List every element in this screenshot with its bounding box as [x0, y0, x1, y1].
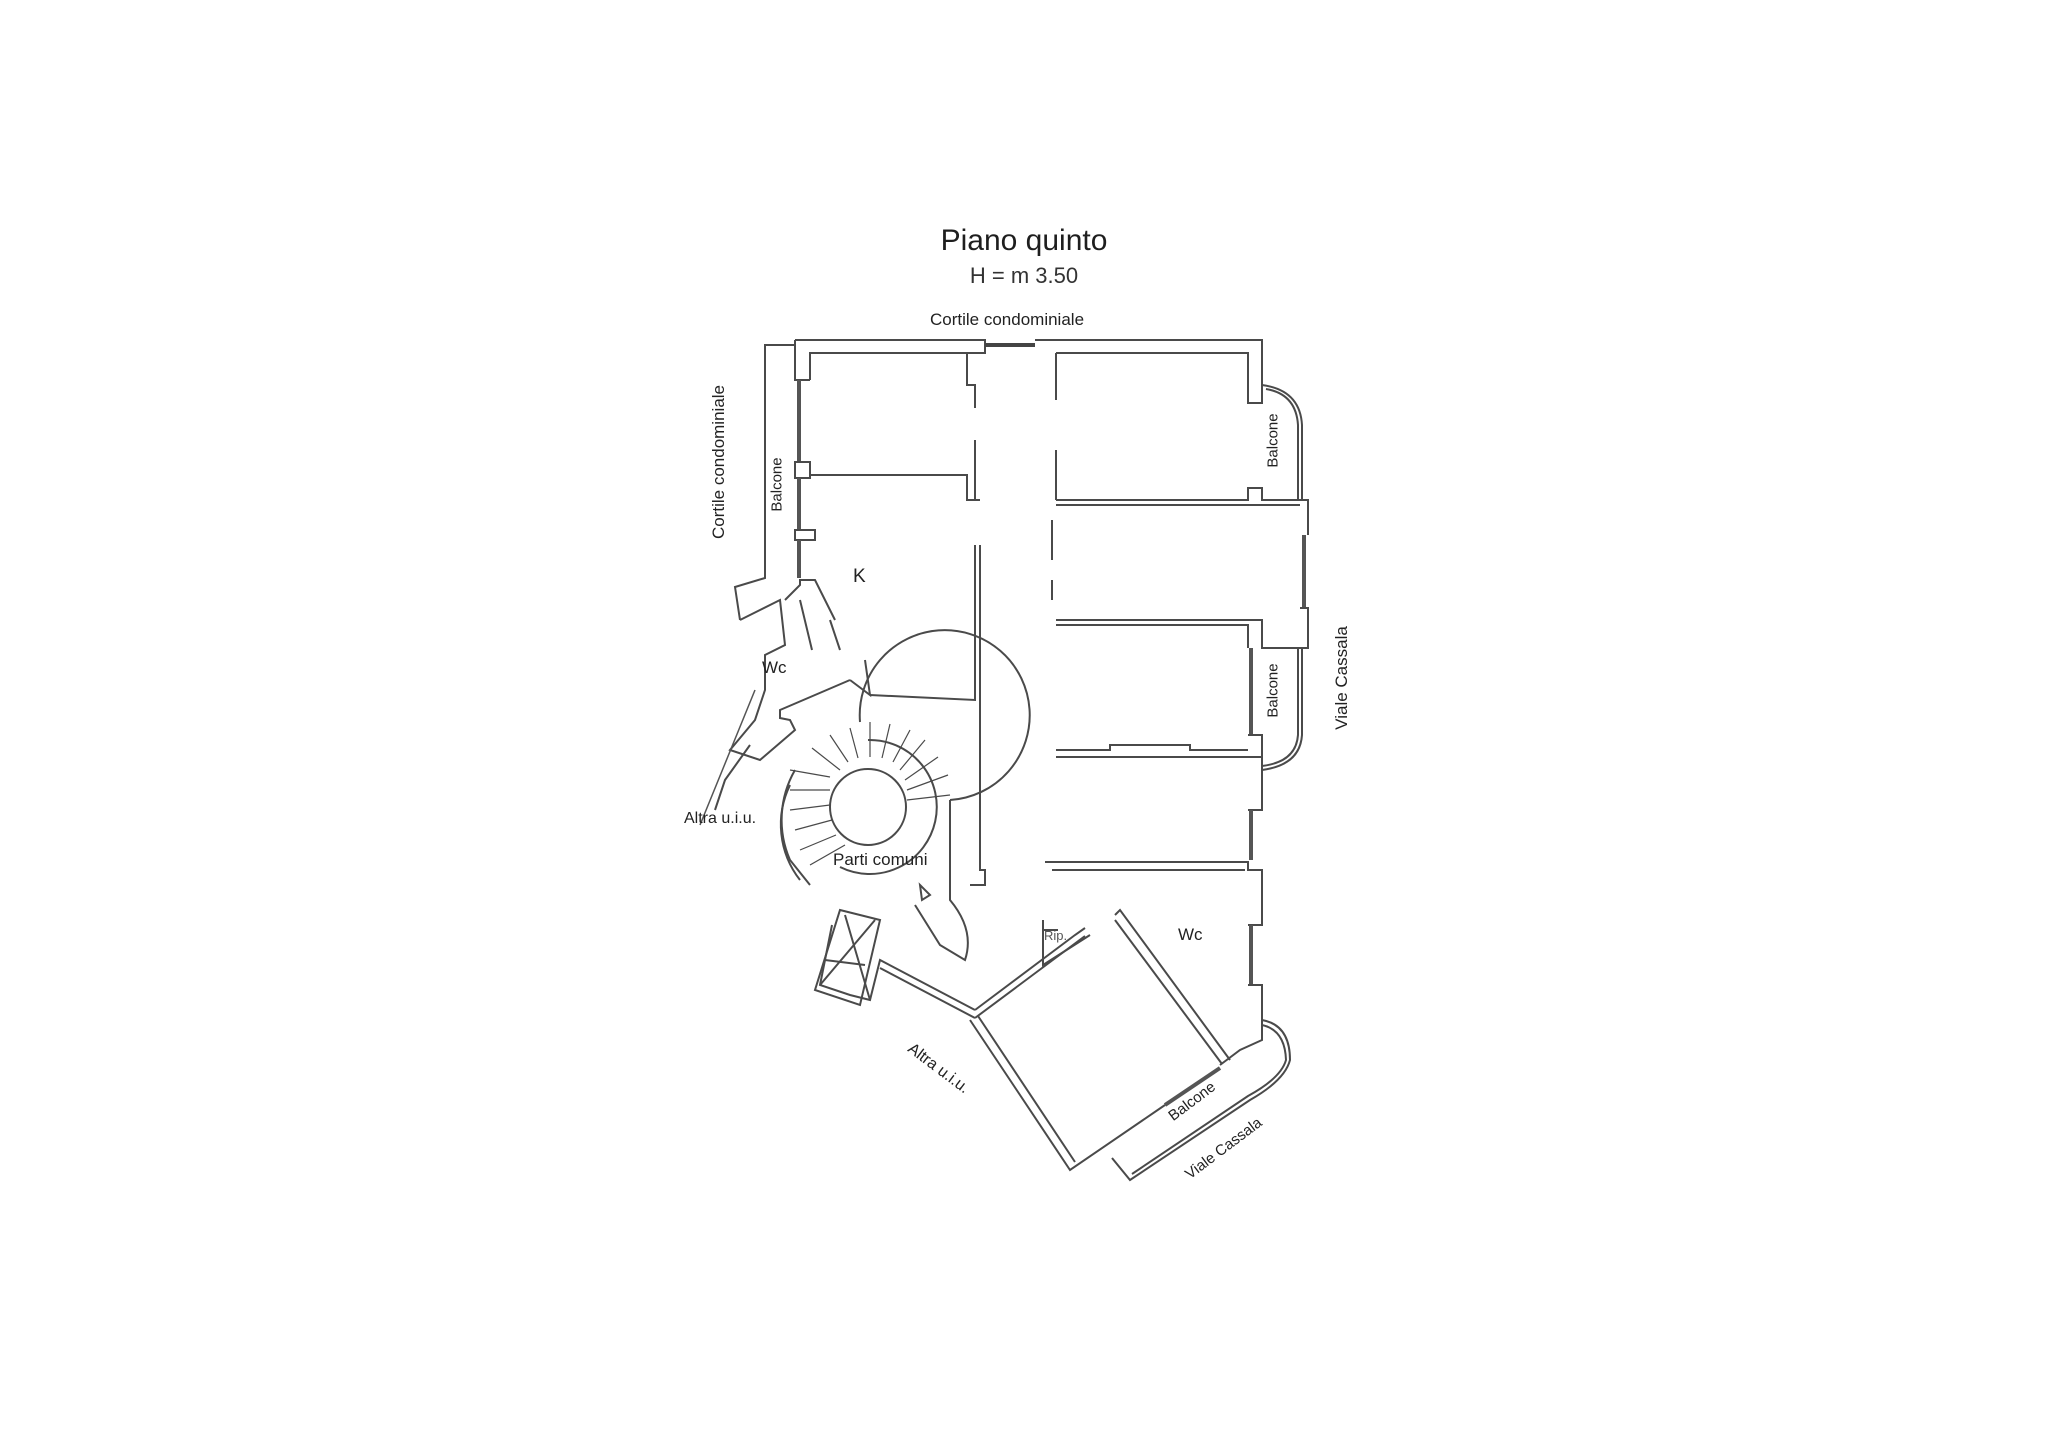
- corridor-wall-left: [869, 545, 976, 702]
- spiral-stair: [839, 738, 938, 875]
- label-cortile-top: Cortile condominiale: [930, 310, 1085, 329]
- room-bottom-angled: [974, 927, 1086, 1011]
- room-wc-left: [728, 598, 851, 762]
- corridor-wall-right: [1051, 353, 1057, 600]
- room-label-wc-left: Wc: [762, 658, 787, 677]
- label-parti-comuni: Parti comuni: [833, 850, 928, 869]
- outer-wall-top: [795, 339, 986, 380]
- label-cortile-left: Cortile condominiale: [709, 384, 729, 540]
- room-label-k: K: [853, 566, 866, 587]
- room-right-3: [1056, 744, 1248, 751]
- floor-height-label: H = m 3.50: [969, 263, 1079, 288]
- room-top-left: [810, 474, 980, 501]
- stair-core: [829, 768, 907, 846]
- room-right-1: [1056, 487, 1309, 535]
- label-altra-left: Altra u.i.u.: [684, 810, 757, 827]
- lift-shaft: [813, 908, 882, 1007]
- label-viale-right: Viale Cassala: [1331, 626, 1351, 730]
- outer-wall-altra: [818, 924, 976, 1011]
- balcony-bottom-curve: [1111, 1019, 1292, 1182]
- room-label-wc-right: Wc: [1178, 925, 1203, 944]
- label-ripostiglio: Rip.: [1044, 928, 1068, 943]
- label-balcone-right-top: Balcone: [1264, 413, 1282, 468]
- outer-wall-left: [794, 340, 810, 381]
- plan-title: Piano quinto: [940, 224, 1108, 257]
- balcony-right-top: [1261, 384, 1303, 500]
- label-balcone-left: Balcone: [768, 457, 786, 512]
- courtyard-boundary-left: [733, 344, 795, 621]
- balcony-right-mid: [1261, 648, 1303, 771]
- ripostiglio: [1042, 920, 1091, 967]
- label-balcone-right-mid: Balcone: [1264, 663, 1282, 718]
